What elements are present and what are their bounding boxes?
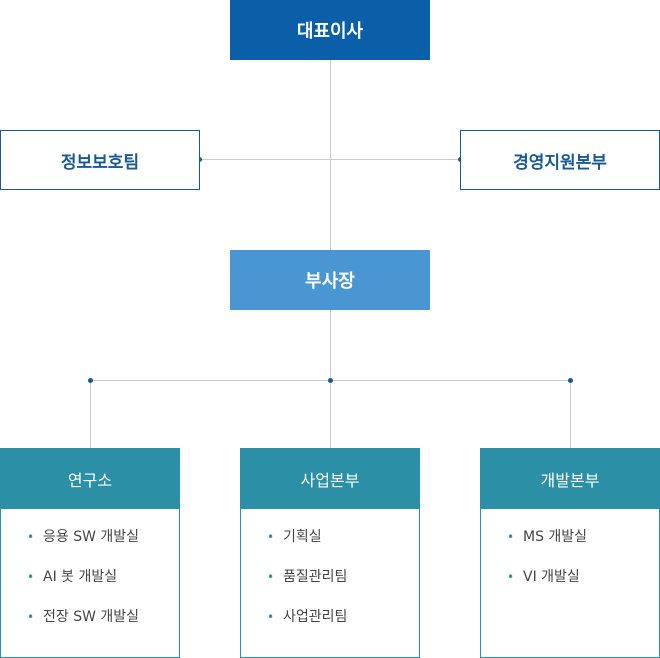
connector-dot-dept-right bbox=[568, 378, 573, 383]
list-item-label: 기획실 bbox=[283, 529, 322, 545]
connector-dept-left bbox=[90, 380, 91, 448]
department-list: • 응용 SW 개발실 • AI 봇 개발실 • 전장 SW 개발실 bbox=[1, 509, 179, 647]
right-unit-label: 경영지원본부 bbox=[513, 152, 607, 173]
department-card-research: 연구소 • 응용 SW 개발실 • AI 봇 개발실 • 전장 SW 개발실 bbox=[0, 448, 180, 658]
left-unit-node: 정보보호팀 bbox=[0, 130, 200, 190]
bullet-icon: • bbox=[507, 530, 515, 544]
department-card-development: 개발본부 • MS 개발실 • VI 개발실 bbox=[480, 448, 660, 658]
list-item: • 응용 SW 개발실 bbox=[27, 527, 179, 567]
list-item-label: 전장 SW 개발실 bbox=[43, 609, 140, 625]
bullet-icon: • bbox=[27, 570, 35, 584]
department-title: 개발본부 bbox=[481, 449, 659, 509]
list-item: • AI 봇 개발실 bbox=[27, 567, 179, 607]
connector-dot-dept-left bbox=[88, 378, 93, 383]
vice-president-label: 부사장 bbox=[305, 271, 355, 292]
right-unit-node: 경영지원본부 bbox=[460, 130, 660, 190]
department-title: 연구소 bbox=[1, 449, 179, 509]
list-item-label: 품질관리팀 bbox=[283, 569, 348, 585]
ceo-node: 대표이사 bbox=[230, 0, 430, 60]
connector-dot-dept-center bbox=[328, 378, 333, 383]
bullet-icon: • bbox=[507, 570, 515, 584]
list-item: • VI 개발실 bbox=[507, 567, 659, 607]
list-item-label: VI 개발실 bbox=[523, 569, 580, 585]
department-list: • MS 개발실 • VI 개발실 bbox=[481, 509, 659, 607]
list-item-label: MS 개발실 bbox=[523, 529, 588, 545]
connector-dept-right bbox=[570, 380, 571, 448]
list-item: • 기획실 bbox=[267, 527, 419, 567]
list-item: • MS 개발실 bbox=[507, 527, 659, 567]
department-card-business: 사업본부 • 기획실 • 품질관리팀 • 사업관리팀 bbox=[240, 448, 420, 658]
list-item: • 전장 SW 개발실 bbox=[27, 607, 179, 647]
bullet-icon: • bbox=[267, 570, 275, 584]
bullet-icon: • bbox=[27, 530, 35, 544]
department-title: 사업본부 bbox=[241, 449, 419, 509]
left-unit-label: 정보보호팀 bbox=[60, 152, 140, 173]
connector-ceo-to-vp bbox=[330, 60, 331, 250]
list-item-label: AI 봇 개발실 bbox=[43, 569, 118, 585]
bullet-icon: • bbox=[27, 610, 35, 624]
list-item: • 사업관리팀 bbox=[267, 607, 419, 647]
ceo-label: 대표이사 bbox=[296, 21, 364, 42]
list-item-label: 사업관리팀 bbox=[283, 609, 348, 625]
department-list: • 기획실 • 품질관리팀 • 사업관리팀 bbox=[241, 509, 419, 647]
connector-side-horizontal bbox=[200, 159, 460, 160]
vice-president-node: 부사장 bbox=[230, 250, 430, 310]
list-item-label: 응용 SW 개발실 bbox=[43, 529, 140, 545]
bullet-icon: • bbox=[267, 530, 275, 544]
bullet-icon: • bbox=[267, 610, 275, 624]
list-item: • 품질관리팀 bbox=[267, 567, 419, 607]
